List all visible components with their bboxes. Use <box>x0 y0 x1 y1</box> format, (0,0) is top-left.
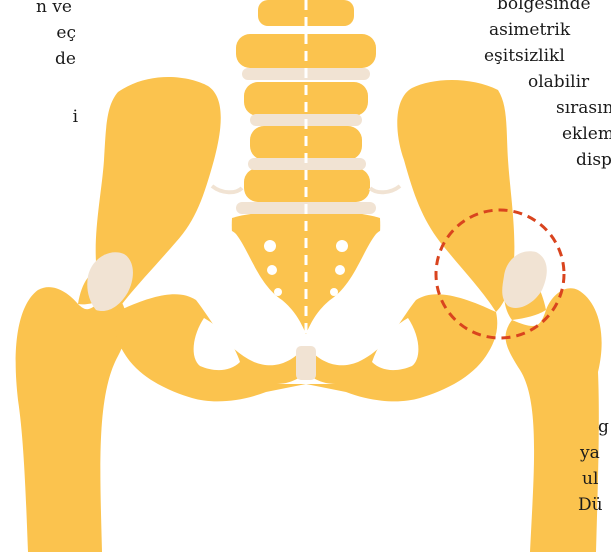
right-text-line-8: g <box>598 414 609 440</box>
sacral-foramen-1 <box>264 240 276 252</box>
right-text-line-6: eklem <box>562 121 611 147</box>
sacral-foramen-6 <box>330 288 338 296</box>
right-text-line-1: bölgesinde <box>497 0 591 17</box>
right-text-line-4: olabilir <box>528 69 589 95</box>
right-text-line-9: ya <box>580 440 600 466</box>
left-femoral-head <box>87 252 133 311</box>
right-text-fragment: bölgesinde <box>497 0 591 17</box>
left-femur <box>16 287 127 552</box>
right-text-line-7: disp <box>576 147 611 173</box>
right-text-line-4-wrap: olabilir <box>528 69 589 95</box>
right-iliac-line <box>370 186 400 192</box>
right-text-line-2-wrap: asimetrik <box>489 17 570 43</box>
left-iliac-line <box>212 186 242 192</box>
sacral-foramen-5 <box>274 288 282 296</box>
right-text-line-10: ul <box>582 466 598 492</box>
right-text-line-10-wrap: ul <box>582 466 598 492</box>
right-text-line-11: Dü <box>578 492 603 518</box>
right-obturator-foramen <box>372 318 418 370</box>
sacral-foramen-2 <box>336 240 348 252</box>
left-obturator-foramen <box>194 318 240 370</box>
right-text-line-5-wrap: sırasın <box>556 95 611 121</box>
right-text-line-9-wrap: ya <box>580 440 600 466</box>
sacral-foramen-4 <box>335 265 345 275</box>
right-text-line-6-wrap: eklem <box>562 121 611 147</box>
right-text-line-3: eşitsizlikl <box>484 43 565 69</box>
sacral-foramen-3 <box>267 265 277 275</box>
right-text-line-8-wrap: g <box>598 414 609 440</box>
right-text-line-5: sırasın <box>556 95 611 121</box>
right-text-line-3-wrap: eşitsizlikl <box>484 43 565 69</box>
right-text-line-7-wrap: disp <box>576 147 611 173</box>
pubic-symphysis <box>296 346 316 380</box>
right-text-line-2: asimetrik <box>489 17 570 43</box>
right-text-line-11-wrap: Dü <box>578 492 603 518</box>
